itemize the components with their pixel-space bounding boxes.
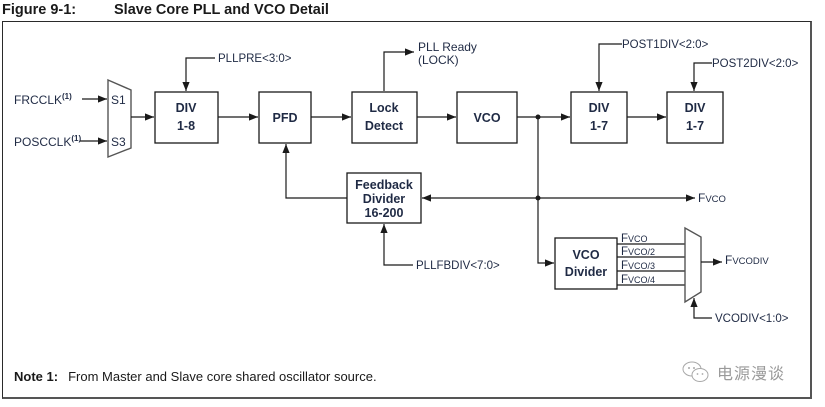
lock-detect-block (351, 91, 418, 144)
vcodiv-output-mux (684, 226, 702, 304)
pllpre-label: PLLPRE<3:0> (218, 53, 292, 65)
pre-divider-line2: 1-8 (177, 119, 195, 133)
pllpre-arrow (182, 57, 215, 91)
input-clock-mux (107, 78, 132, 159)
vco-divider-output-label: FVCO/4 (621, 274, 655, 286)
poscclk-label: POSCCLK(1) (14, 134, 81, 149)
pfd-label: PFD (273, 111, 298, 125)
lock-detect-line2: Detect (365, 119, 404, 133)
pre-divider-line1: DIV (176, 101, 198, 115)
post2div-label: POST2DIV<2:0> (712, 58, 799, 70)
post2-divider-block (666, 91, 724, 144)
feedback-divider-block (346, 172, 422, 224)
vco-to-vcodiv-arrow (537, 117, 554, 267)
feedback-to-pfd-arrow (282, 144, 347, 199)
figure-title: Figure 9-1: Slave Core PLL and VCO Detail (2, 2, 329, 18)
pll-ready-label: PLL Ready (418, 40, 477, 54)
figure-note: Note 1: From Master and Slave core shared… (14, 369, 377, 384)
figure-number: Figure 9-1: (2, 2, 77, 18)
note-label: Note 1: (14, 369, 59, 384)
pllfbdiv-arrow (380, 224, 413, 266)
vco-divider-output-label: FVCO/2 (621, 246, 655, 258)
watermark-text: 电源漫谈 (717, 366, 786, 383)
feedback-divider-line1: Feedback (355, 178, 413, 192)
vco-label: VCO (473, 111, 500, 125)
feedback-divider-line2: Divider (363, 192, 406, 206)
post1-divider-block (570, 91, 628, 144)
mux-input-s3: S3 (111, 135, 126, 149)
pll-lock-label: (LOCK) (418, 53, 459, 67)
fvcodiv-output-label: FVCODIV (725, 253, 769, 267)
vcodiv-select-arrow (690, 298, 712, 319)
post1div-label: POST1DIV<2:0> (622, 39, 709, 51)
vco-divider-output-label: FVCO/3 (621, 260, 655, 272)
post1div-arrow (595, 43, 622, 91)
vcodiv-select-label: VCODIV<1:0> (715, 313, 789, 325)
vco-divider-line2: Divider (565, 265, 608, 279)
figure-frame (2, 21, 812, 399)
pllfbdiv-label: PLLFBDIV<7:0> (416, 260, 500, 272)
post1-divider-line2: 1-7 (590, 119, 608, 133)
vco-divider-block (554, 237, 618, 290)
vco-divider-output-label: FVCO (621, 233, 648, 245)
mux-input-s1: S1 (111, 93, 126, 107)
post2-divider-line1: DIV (685, 101, 707, 115)
feedback-divider-line3: 16-200 (365, 206, 404, 220)
post2div-arrow (690, 62, 712, 91)
vco-divider-line1: VCO (572, 248, 599, 262)
frcclk-label: FRCCLK(1) (14, 92, 72, 107)
post1-divider-line1: DIV (589, 101, 611, 115)
figure-caption: Slave Core PLL and VCO Detail (114, 2, 329, 18)
watermark: 电源漫谈 (681, 360, 785, 384)
note-text: From Master and Slave core shared oscill… (68, 369, 377, 384)
fvco-output-label: FVCO (698, 191, 726, 205)
wechat-icon (682, 361, 709, 382)
post2-divider-line2: 1-7 (686, 119, 704, 133)
pre-divider-block (154, 91, 219, 144)
pll-ready-arrow (383, 48, 414, 91)
lock-detect-line1: Lock (369, 101, 398, 115)
vco-block (456, 91, 518, 144)
